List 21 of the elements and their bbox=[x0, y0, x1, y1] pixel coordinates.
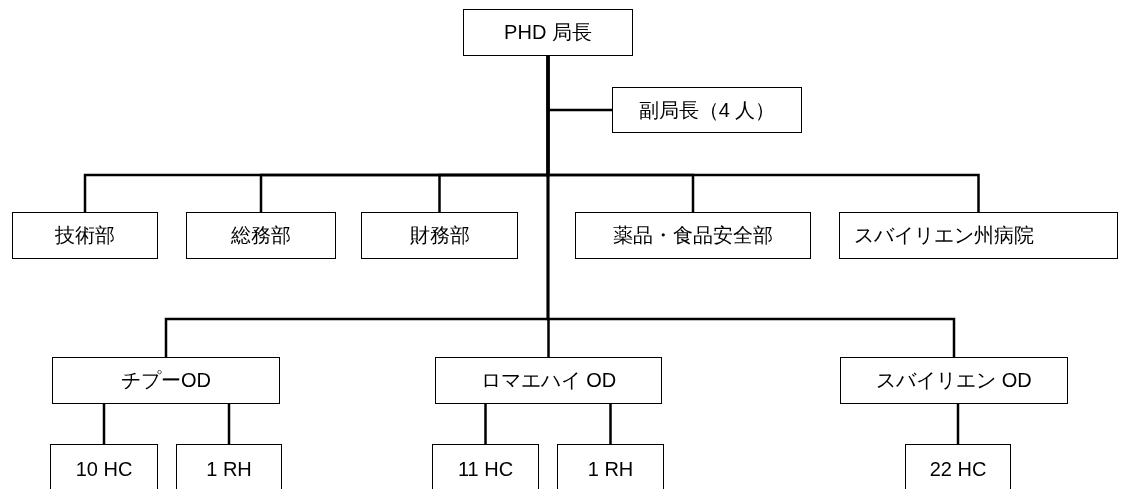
org-box: 総務部 bbox=[186, 212, 336, 259]
org-box: ロマエハイ OD bbox=[435, 357, 662, 404]
org-box: 22 HC bbox=[905, 444, 1011, 489]
org-box: チプーOD bbox=[52, 357, 280, 404]
connector-line bbox=[102, 404, 106, 444]
org-box: 1 RH bbox=[557, 444, 664, 489]
org-box: 副局長（4 人） bbox=[612, 87, 802, 133]
connector-line bbox=[546, 56, 956, 357]
org-box: スバイリエン OD bbox=[840, 357, 1068, 404]
org-box: 財務部 bbox=[361, 212, 518, 259]
connector-line bbox=[956, 404, 960, 444]
org-box: 10 HC bbox=[50, 444, 158, 489]
org-box: スバイリエン州病院 bbox=[839, 212, 1118, 259]
connector-line bbox=[484, 404, 487, 444]
connector-line bbox=[227, 404, 231, 444]
org-box: 11 HC bbox=[432, 444, 539, 489]
org-box: 薬品・食品安全部 bbox=[575, 212, 811, 259]
org-box: 1 RH bbox=[176, 444, 282, 489]
org-box: 技術部 bbox=[12, 212, 158, 259]
org-box: PHD 局長 bbox=[463, 9, 633, 56]
connector-line bbox=[609, 404, 612, 444]
